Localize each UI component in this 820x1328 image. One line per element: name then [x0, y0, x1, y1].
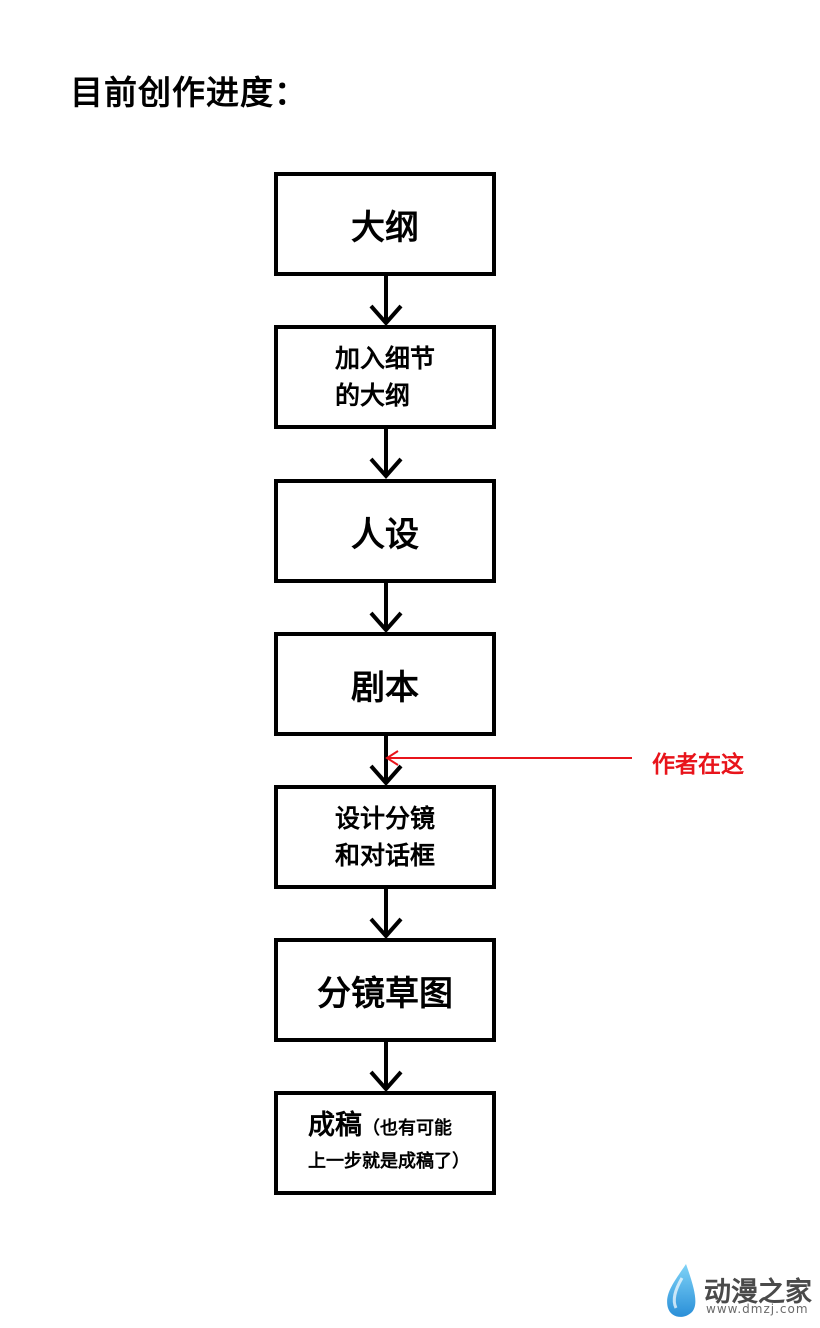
- flow-arrow: [366, 1042, 406, 1093]
- flow-step-storyboard-sketch: 分镜草图: [274, 938, 496, 1042]
- page-title: 目前创作进度：: [70, 73, 308, 112]
- watermark-name: 动漫之家: [704, 1277, 812, 1308]
- flow-step-character-design: 人设: [274, 479, 496, 583]
- step-label: 成稿: [308, 1109, 362, 1141]
- droplet-icon: [667, 1264, 696, 1317]
- step-note-line2: 上一步就是成稿了）: [308, 1150, 470, 1172]
- flow-arrow: [366, 276, 406, 327]
- flow-step-storyboard-design: 设计分镜 和对话框: [274, 785, 496, 889]
- step-label: 剧本: [351, 667, 419, 708]
- flow-arrow: [366, 889, 406, 940]
- step-label-line2: 和对话框: [334, 841, 435, 870]
- flow-arrow: [366, 429, 406, 480]
- step-label-line2: 的大纲: [334, 381, 410, 410]
- step-label: 分镜草图: [317, 973, 453, 1014]
- progress-marker-label: 作者在这: [652, 752, 744, 778]
- step-label-line1: 加入细节: [334, 344, 435, 373]
- flow-step-outline: 大纲: [274, 172, 496, 276]
- watermark-logo: 动漫之家 www.dmzj.com: [662, 1262, 812, 1322]
- step-label-line1: 设计分镜: [334, 804, 435, 833]
- flow-arrow: [366, 583, 406, 634]
- step-note: （也有可能: [362, 1117, 452, 1139]
- flow-step-final: 成稿（也有可能 上一步就是成稿了）: [274, 1091, 496, 1195]
- watermark-url: www.dmzj.com: [706, 1302, 809, 1316]
- flow-step-script: 剧本: [274, 632, 496, 736]
- flow-step-detailed-outline: 加入细节 的大纲: [274, 325, 496, 429]
- step-label: 大纲: [351, 207, 419, 248]
- progress-marker-arrow: [384, 748, 634, 772]
- step-label: 人设: [351, 514, 419, 555]
- flow-arrow: [366, 736, 406, 787]
